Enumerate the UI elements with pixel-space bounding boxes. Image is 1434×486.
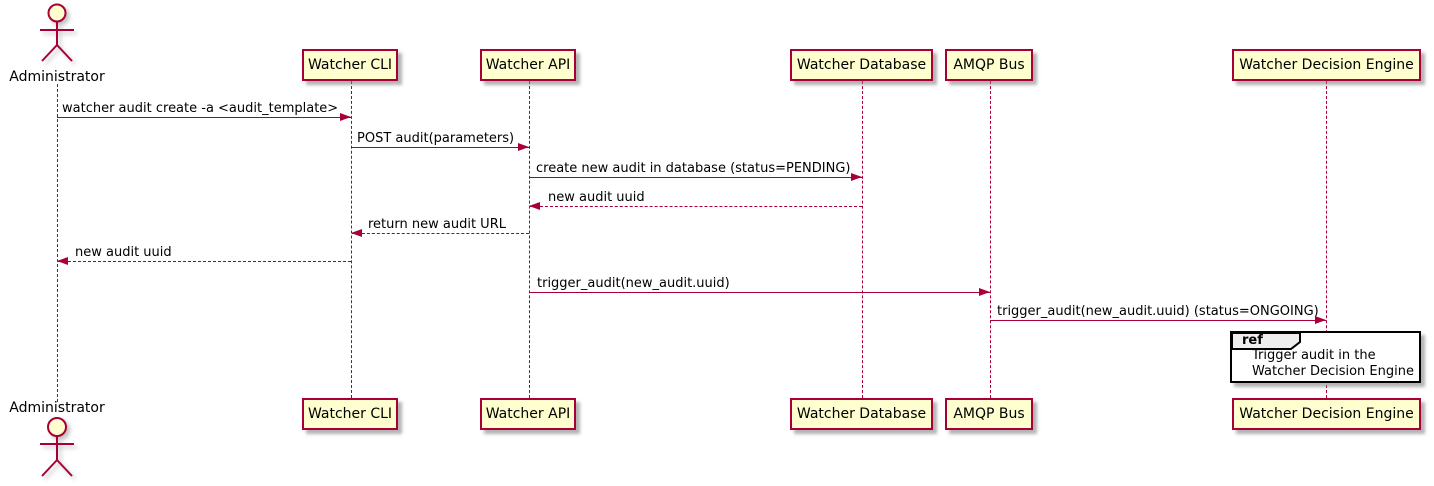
actor-label-administrator-bottom: Administrator	[9, 400, 105, 416]
lifeline-amqp-bus	[990, 81, 991, 398]
participant-box-watcher-database-bottom: Watcher Database	[790, 398, 933, 430]
message-label: create new audit in database (status=PEN…	[536, 161, 851, 176]
message-label: watcher audit create -a <audit_template>	[62, 101, 339, 116]
message-line	[530, 206, 862, 207]
message-label: new audit uuid	[548, 190, 645, 205]
arrowhead-right-icon	[518, 143, 529, 151]
message-label: new audit uuid	[75, 245, 172, 260]
message-label: trigger_audit(new_audit.uuid)	[537, 276, 730, 291]
message-line	[990, 320, 1326, 321]
ref-fragment: ref Trigger audit in the Watcher Decisio…	[1230, 331, 1421, 383]
arrowhead-right-icon	[340, 113, 351, 121]
ref-tab-icon	[1231, 332, 1301, 350]
ref-text-line2: Watcher Decision Engine	[1252, 364, 1414, 379]
message-line	[529, 177, 862, 178]
participant-box-watcher-api-bottom: Watcher API	[480, 398, 576, 430]
message-label: return new audit URL	[368, 217, 506, 232]
ref-text: Trigger audit in the Watcher Decision En…	[1252, 348, 1414, 380]
arrowhead-right-icon	[979, 288, 990, 296]
arrowhead-right-icon	[1315, 316, 1326, 324]
message-line	[351, 147, 529, 148]
participant-box-watcher-cli-top: Watcher CLI	[302, 49, 398, 81]
message-line	[529, 292, 990, 293]
arrowhead-left-icon	[57, 257, 68, 265]
actor-label-administrator-top: Administrator	[9, 69, 105, 85]
ref-keyword: ref	[1242, 333, 1263, 348]
lifeline-administrator	[57, 84, 58, 402]
actor-icon-administrator-top	[40, 3, 74, 62]
arrowhead-left-icon	[351, 229, 362, 237]
message-label: POST audit(parameters)	[357, 131, 515, 146]
participant-box-amqp-bus-top: AMQP Bus	[945, 49, 1033, 81]
message-label: trigger_audit(new_audit.uuid) (status=ON…	[997, 304, 1319, 319]
actor-icon-administrator-bottom	[40, 417, 74, 477]
participant-box-watcher-cli-bottom: Watcher CLI	[302, 398, 398, 430]
lifeline-watcher-database	[862, 81, 863, 398]
message-line	[58, 261, 351, 262]
message-line	[57, 117, 351, 118]
participant-box-watcher-api-top: Watcher API	[480, 49, 576, 81]
participant-box-amqp-bus-bottom: AMQP Bus	[945, 398, 1033, 430]
participant-box-watcher-database-top: Watcher Database	[790, 49, 933, 81]
participant-box-watcher-decision-engine-top: Watcher Decision Engine	[1232, 49, 1421, 81]
lifeline-watcher-api	[529, 81, 530, 398]
message-line	[352, 233, 529, 234]
participant-box-watcher-decision-engine-bottom: Watcher Decision Engine	[1232, 398, 1421, 430]
arrowhead-right-icon	[851, 173, 862, 181]
lifeline-watcher-cli	[351, 81, 352, 398]
ref-text-line1: Trigger audit in the	[1252, 348, 1376, 363]
arrowhead-left-icon	[529, 202, 540, 210]
lifeline-watcher-decision-engine	[1326, 81, 1327, 398]
